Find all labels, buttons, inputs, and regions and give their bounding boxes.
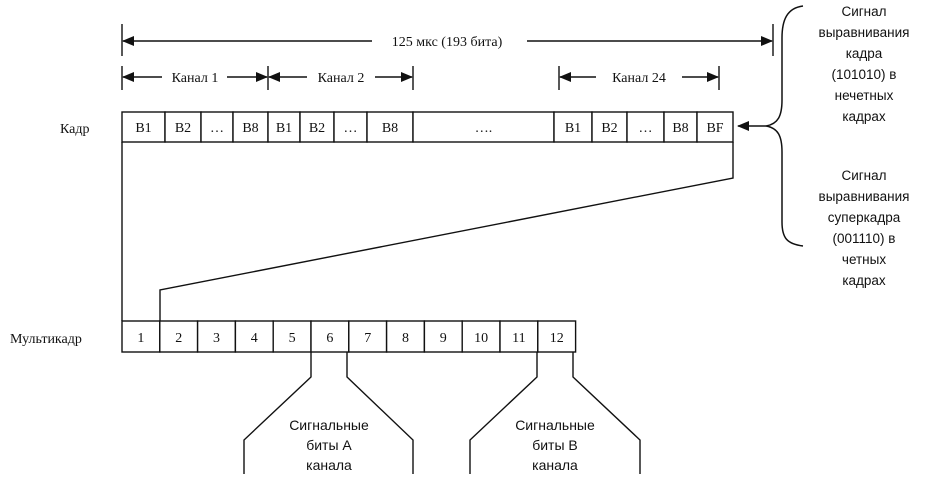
frame-sync-note-line-4: (101010) в: [832, 67, 897, 82]
frame-cell-label: B1: [135, 121, 151, 136]
frame-sync-note-line-2: выравнивания: [819, 25, 910, 40]
channel-1-dimension: Канал 1: [121, 66, 269, 90]
superframe-sync-note: Сигнал выравнивания суперкадра (001110) …: [819, 168, 910, 288]
signal-bits-b-callout: [469, 352, 641, 474]
signal-bits-b-line-1: Сигнальные: [515, 417, 595, 433]
superframe-sync-note-line-3: суперкадра: [828, 210, 901, 225]
signal-bits-a-line-1: Сигнальные: [289, 417, 369, 433]
superframe-sync-note-line-5: четных: [842, 252, 886, 267]
frame-sync-note-line-1: Сигнал: [841, 4, 886, 19]
signal-bits-b-line-3: канала: [532, 457, 578, 473]
frame-cell-label: B8: [382, 121, 398, 136]
frame-cell: [232, 111, 269, 143]
multiframe-cell-label: 8: [402, 331, 409, 346]
multiframe-cell-label: 3: [213, 331, 220, 346]
frame-cell-label: B2: [309, 121, 325, 136]
multiframe-cell: [234, 320, 274, 353]
multiframe-cell-label: 12: [550, 331, 564, 346]
frame-cell: [366, 111, 414, 143]
multiframe-cell: [385, 320, 426, 353]
multiframe-cell-label: 6: [326, 331, 333, 346]
frame-cell-label: B1: [276, 121, 292, 136]
frame-cell: [412, 111, 555, 143]
frame-cell-label: B2: [175, 121, 191, 136]
multiframe-cell-label: 4: [251, 331, 258, 346]
frame-cell: [267, 111, 301, 143]
frame-cell: [200, 111, 234, 143]
multiframe-cell-label: 9: [440, 331, 447, 346]
frame-cell: [626, 111, 665, 143]
superframe-sync-note-line-4: (001110) в: [833, 231, 896, 246]
frame-duration-dimension: 125 мкс (193 бита): [121, 24, 774, 56]
frame-sync-note: Сигнал выравнивания кадра (101010) в неч…: [819, 4, 910, 124]
channel-24-dimension: Канал 24: [558, 66, 720, 90]
multiframe-cell: [348, 320, 388, 353]
multiframe-cell-label: 5: [289, 331, 296, 346]
frame-sync-note-line-5: нечетных: [835, 88, 894, 103]
multiframe-cell-label: 1: [137, 331, 144, 346]
multiframe-cell: [423, 320, 463, 353]
expansion-lines: [121, 142, 734, 321]
frame-cell-label: B8: [242, 121, 258, 136]
signal-bits-a-callout: [243, 352, 414, 474]
channel-1-label: Канал 1: [172, 71, 219, 86]
frame-sync-note-line-6: кадрах: [842, 109, 886, 124]
frame-cell-label: B2: [601, 121, 617, 136]
channel-2-dimension: Канал 2: [268, 66, 414, 90]
multiframe-cell-label: 2: [175, 331, 182, 346]
frame-cell-label: ….: [475, 121, 493, 136]
frame-row: B1 B2 … B8 B1 B2 … B8 …. B1 B2 … B8 BF: [121, 111, 734, 143]
multiframe-cell: [121, 320, 161, 353]
frame-cell: [299, 111, 335, 143]
frame-cell-label: …: [210, 121, 224, 136]
signal-bits-b-line-2: биты В: [532, 437, 578, 453]
frame-cell-label: …: [639, 121, 653, 136]
sync-brace: [765, 5, 804, 247]
multiframe-cell: [272, 320, 312, 353]
signal-bits-a-line-2: биты А: [306, 437, 352, 453]
frame-cell: [591, 111, 628, 143]
signal-bits-a-line-3: канала: [306, 457, 352, 473]
frame-cell-label: B1: [565, 121, 581, 136]
multiframe-row-label: Мультикадр: [10, 332, 82, 347]
frame-cell: [333, 111, 368, 143]
frame-cell-label: BF: [706, 121, 723, 136]
channel-24-label: Канал 24: [612, 71, 666, 86]
multiframe-cell: [537, 320, 577, 353]
superframe-sync-note-line-2: выравнивания: [819, 189, 910, 204]
frame-cell: [121, 111, 166, 143]
superframe-sync-note-line-1: Сигнал: [841, 168, 886, 183]
superframe-sync-note-line-6: кадрах: [842, 273, 886, 288]
frame-duration-label: 125 мкс (193 бита): [392, 35, 503, 50]
multiframe-cell-label: 7: [364, 331, 371, 346]
multiframe-cell: [159, 320, 199, 353]
frame-cell: [696, 111, 734, 143]
multiframe-cell-label: 10: [474, 331, 488, 346]
frame-cell-label: …: [344, 121, 358, 136]
frame-cell-label: B8: [672, 121, 688, 136]
channel-2-label: Канал 2: [318, 71, 365, 86]
frame-cell: [663, 111, 698, 143]
frame-sync-note-line-3: кадра: [846, 46, 883, 61]
multiframe-cell-label: 11: [512, 331, 525, 346]
frame-row-label: Кадр: [60, 122, 90, 137]
multiframe-cell: [310, 320, 350, 353]
